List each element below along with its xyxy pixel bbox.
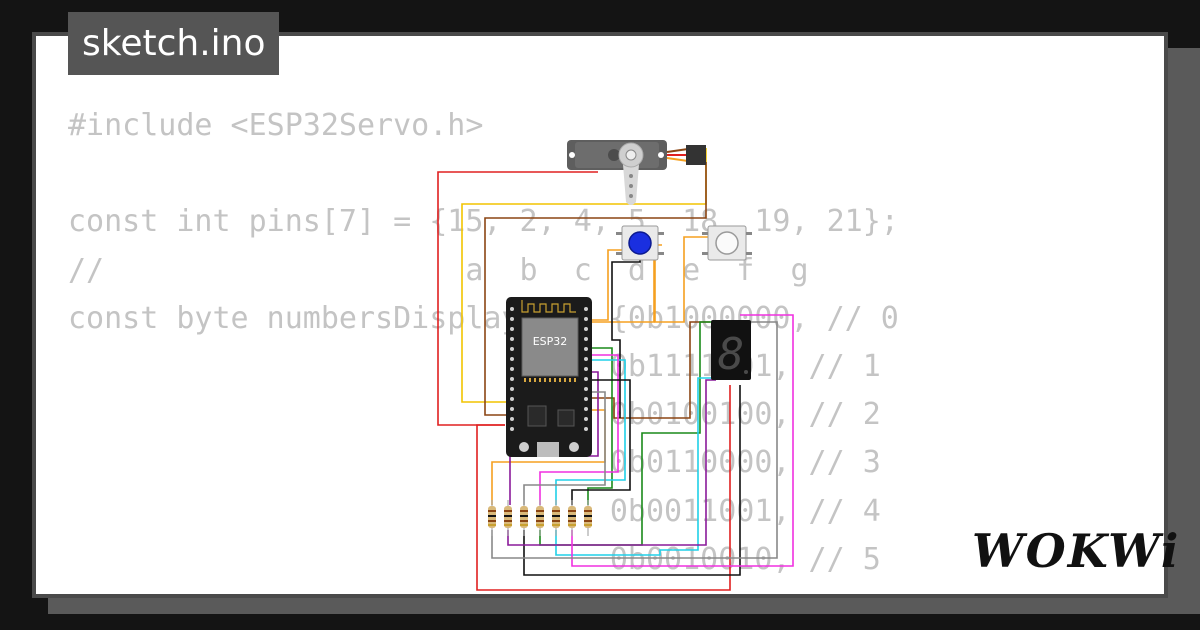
preview-card: #include <ESP32Servo.h> const int pins[7… xyxy=(32,32,1168,598)
wire-gray xyxy=(523,391,606,505)
code-line: #include <ESP32Servo.h> xyxy=(68,108,484,143)
reset-button xyxy=(519,442,529,452)
resistor xyxy=(552,500,560,536)
wires xyxy=(437,148,794,591)
boot-button xyxy=(569,442,579,452)
resistor xyxy=(584,500,592,536)
wire-black-2 xyxy=(523,385,741,576)
esp32-board[interactable]: ESP32 xyxy=(506,297,592,457)
code-line: 0b0000010, // 6 xyxy=(68,584,899,594)
resistor xyxy=(504,500,512,536)
code-line: 0b0011001, // 4 xyxy=(68,493,881,529)
board-pins-left xyxy=(510,307,514,431)
esp32-label: ESP32 xyxy=(533,335,568,348)
resistor xyxy=(520,500,528,536)
wire-gray-2 xyxy=(491,321,778,559)
wire-cyan-2 xyxy=(555,377,712,556)
wire-magenta xyxy=(539,354,619,505)
wire-brown-2 xyxy=(590,321,710,419)
wire-red-power xyxy=(476,385,731,591)
wire-green xyxy=(587,347,613,505)
wire-purple xyxy=(509,371,599,505)
board-pins-right xyxy=(584,307,588,431)
wire-cyan xyxy=(555,359,626,505)
wire-black-1 xyxy=(611,258,641,418)
esp32-module xyxy=(521,317,579,377)
wire-purple-2 xyxy=(507,379,716,546)
wire-magenta-2 xyxy=(571,314,794,567)
wire-red xyxy=(437,171,598,426)
display-digit: 8 xyxy=(718,329,745,380)
wire-orange-1 xyxy=(590,249,622,321)
resistor xyxy=(568,500,576,536)
seven-segment-display[interactable]: 8 xyxy=(711,320,751,380)
code-line: 0b0110000, // 3 xyxy=(68,445,881,481)
resistor xyxy=(488,500,496,536)
push-button-blue[interactable] xyxy=(616,225,664,261)
usb-port xyxy=(537,442,559,457)
push-button-white[interactable] xyxy=(702,225,752,261)
resistor xyxy=(536,500,544,536)
code-line: // a b c d e f g xyxy=(68,252,809,288)
wire-orange-3 xyxy=(654,236,708,323)
wire-brown xyxy=(484,162,707,416)
wire-black-3 xyxy=(571,379,631,505)
code-line: 0b0010010, // 5 xyxy=(68,541,881,577)
file-tab[interactable]: sketch.ino xyxy=(68,12,280,75)
resistor-array[interactable] xyxy=(488,500,592,536)
servo-motor[interactable] xyxy=(567,140,706,205)
wokwi-logo: WOKWi xyxy=(972,524,1181,578)
